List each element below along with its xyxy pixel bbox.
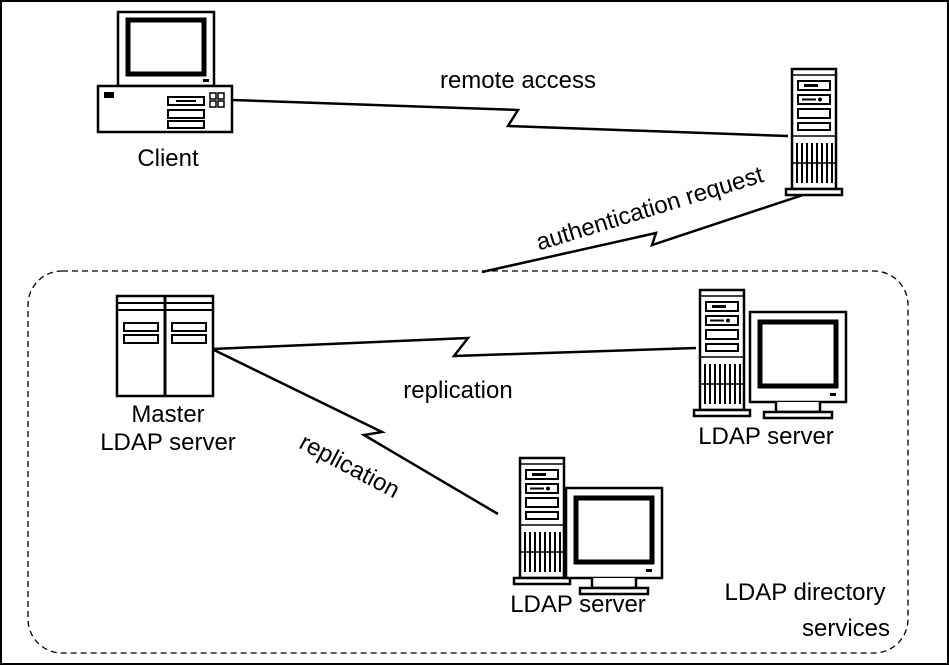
replication-link-top <box>211 336 697 358</box>
ldap-server-right-label: LDAP server <box>698 423 834 450</box>
ldap-server-right-icon <box>692 288 846 418</box>
replication-link-diagonal <box>211 347 499 516</box>
master-ldap-label-line2: LDAP server <box>100 429 236 456</box>
ldap-server-bottom-icon <box>512 456 662 594</box>
ldap-directory-boundary <box>27 270 909 654</box>
remote-access-server-icon <box>784 67 844 197</box>
ldap-directory-label-line1: LDAP directory <box>725 579 886 606</box>
replication-diagonal-label: replication <box>295 429 404 504</box>
replication-top-label: replication <box>403 377 512 404</box>
client-computer-icon <box>96 10 234 134</box>
master-ldap-server-icon <box>115 294 215 398</box>
ldap-server-bottom-label: LDAP server <box>510 591 646 618</box>
ldap-directory-label-line2: services <box>802 615 890 642</box>
master-ldap-label-line1: Master <box>131 401 204 428</box>
authentication-request-label: authentication request <box>533 161 767 256</box>
client-label: Client <box>137 145 199 172</box>
remote-access-link <box>231 98 789 138</box>
authentication-request-link <box>481 188 819 274</box>
remote-access-label: remote access <box>440 67 596 94</box>
